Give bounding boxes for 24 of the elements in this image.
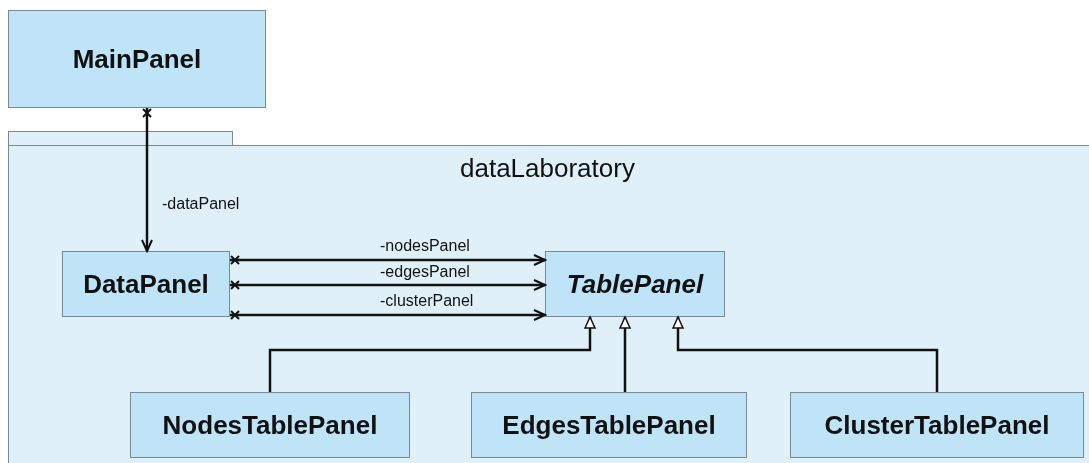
association-arrow [230, 309, 546, 321]
inheritance-arrow [619, 316, 631, 392]
class-name: DataPanel [83, 268, 209, 300]
class-box [130, 392, 410, 458]
class-box [545, 251, 725, 317]
association-arrow [141, 108, 153, 252]
edge-label: -clusterPanel [378, 292, 476, 309]
edge-label: -edgesPanel [378, 263, 472, 280]
class-name: TablePanel [566, 268, 704, 300]
class-name: NodesTablePanel [162, 409, 378, 441]
inheritance-arrow [268, 316, 596, 392]
package-name: dataLaboratory [460, 153, 635, 184]
class-name: ClusterTablePanel [824, 409, 1050, 441]
class-name: EdgesTablePanel [502, 409, 716, 441]
edge-label: -nodesPanel [378, 237, 472, 254]
edge-label: -dataPanel [160, 195, 242, 212]
class-box [790, 392, 1084, 458]
association-arrow [230, 254, 546, 266]
inheritance-arrow [672, 316, 939, 392]
class-name: MainPanel [72, 43, 202, 75]
class-box [471, 392, 747, 458]
class-box [8, 10, 266, 108]
class-box [62, 251, 230, 317]
association-arrow [230, 279, 546, 291]
